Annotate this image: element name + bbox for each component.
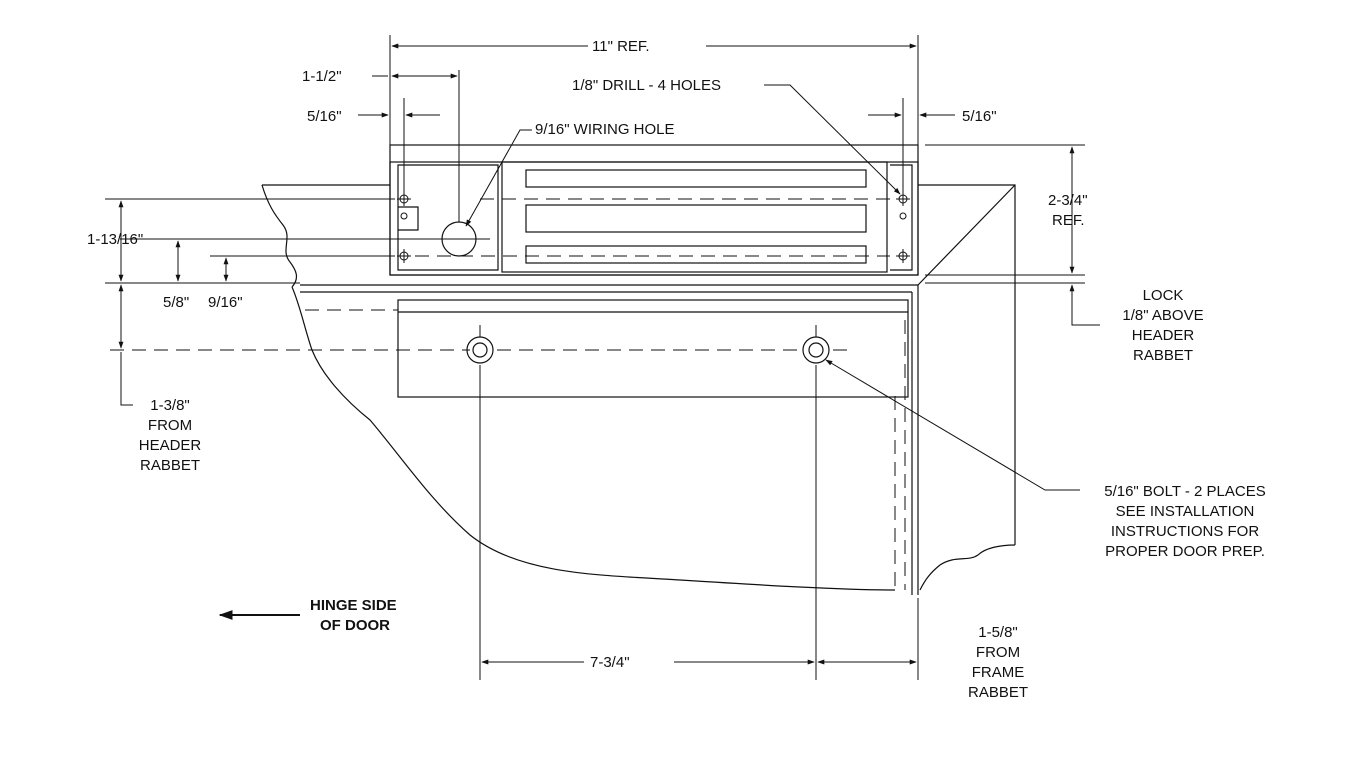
dimension-overall-width: 11" REF. [389, 35, 919, 145]
overall-width-label: 11" REF. [592, 38, 650, 55]
drill-hole [397, 192, 411, 206]
frame-distance-line: 1-5/8" [978, 624, 1018, 641]
small-height-a-label: 5/8" [163, 294, 189, 311]
wiring-callout-label: 9/16" WIRING HOLE [535, 121, 675, 138]
bolt-distance-line: RABBET [140, 457, 200, 474]
left-height-label: 1-13/16" [87, 231, 143, 248]
bolt-distance-line: 1-3/8" [150, 397, 190, 414]
left-edge-label: 5/16" [307, 108, 342, 125]
callout-wiring-hole: 9/16" WIRING HOLE [465, 121, 675, 227]
dimension-small-heights: 5/8" 9/16" [163, 240, 395, 311]
dimension-frame-distance: 1-5/8" FROM FRAME RABBET [817, 598, 1028, 701]
bolt-callout-line: INSTRUCTIONS FOR [1111, 523, 1259, 540]
hinge-side-indicator: HINGE SIDE OF DOOR [218, 597, 397, 634]
drill-hole [397, 249, 411, 263]
bolt-callout-line: SEE INSTALLATION [1116, 503, 1255, 520]
hinge-label-line: HINGE SIDE [310, 597, 397, 614]
dimension-bolt-height: 1-3/8" FROM HEADER RABBET [118, 284, 202, 474]
bolt-distance-line: FROM [148, 417, 192, 434]
lock-offset-note: LOCK 1/8" ABOVE HEADER RABBET [925, 282, 1204, 364]
dimension-right-edge: 5/16" [868, 98, 997, 192]
bolt-distance-line: HEADER [139, 437, 202, 454]
height-ref-value: 2-3/4" [1048, 192, 1088, 209]
bolt-hole [802, 336, 830, 364]
dimension-left-height: 1-13/16" [87, 198, 395, 284]
right-edge-label: 5/16" [962, 108, 997, 125]
lock-note-line: LOCK [1143, 287, 1184, 304]
callout-bolt: 5/16" BOLT - 2 PLACES SEE INSTALLATION I… [825, 359, 1266, 560]
small-height-b-label: 9/16" [208, 294, 243, 311]
dimension-bolt-spacing: 7-3/4" [481, 654, 815, 671]
bolt-spacing-label: 7-3/4" [590, 654, 630, 671]
armature-plate [110, 299, 909, 680]
frame-distance-line: RABBET [968, 684, 1028, 701]
frame-distance-line: FROM [976, 644, 1020, 661]
bolt-callout-line: 5/16" BOLT - 2 PLACES [1104, 483, 1266, 500]
lock-note-line: HEADER [1132, 327, 1195, 344]
hinge-label-line: OF DOOR [320, 617, 390, 634]
drill-hole [896, 249, 910, 263]
drill-hole [896, 192, 910, 206]
bolt-callout-line: PROPER DOOR PREP. [1105, 543, 1265, 560]
dimension-height-ref: 2-3/4" REF. [925, 144, 1088, 276]
dimension-wiring-offset: 1-1/2" [302, 68, 460, 222]
drill-callout-label: 1/8" DRILL - 4 HOLES [572, 77, 721, 94]
frame-distance-line: FRAME [972, 664, 1025, 681]
bolt-hole [466, 336, 494, 364]
magnet-housing [120, 144, 919, 276]
lock-note-line: 1/8" ABOVE [1122, 307, 1203, 324]
lock-note-line: RABBET [1133, 347, 1193, 364]
dimension-left-edge: 5/16" [307, 98, 440, 192]
callout-drill-holes: 1/8" DRILL - 4 HOLES [572, 77, 901, 195]
wiring-offset-label: 1-1/2" [302, 68, 342, 85]
height-ref-suffix: REF. [1052, 212, 1085, 229]
